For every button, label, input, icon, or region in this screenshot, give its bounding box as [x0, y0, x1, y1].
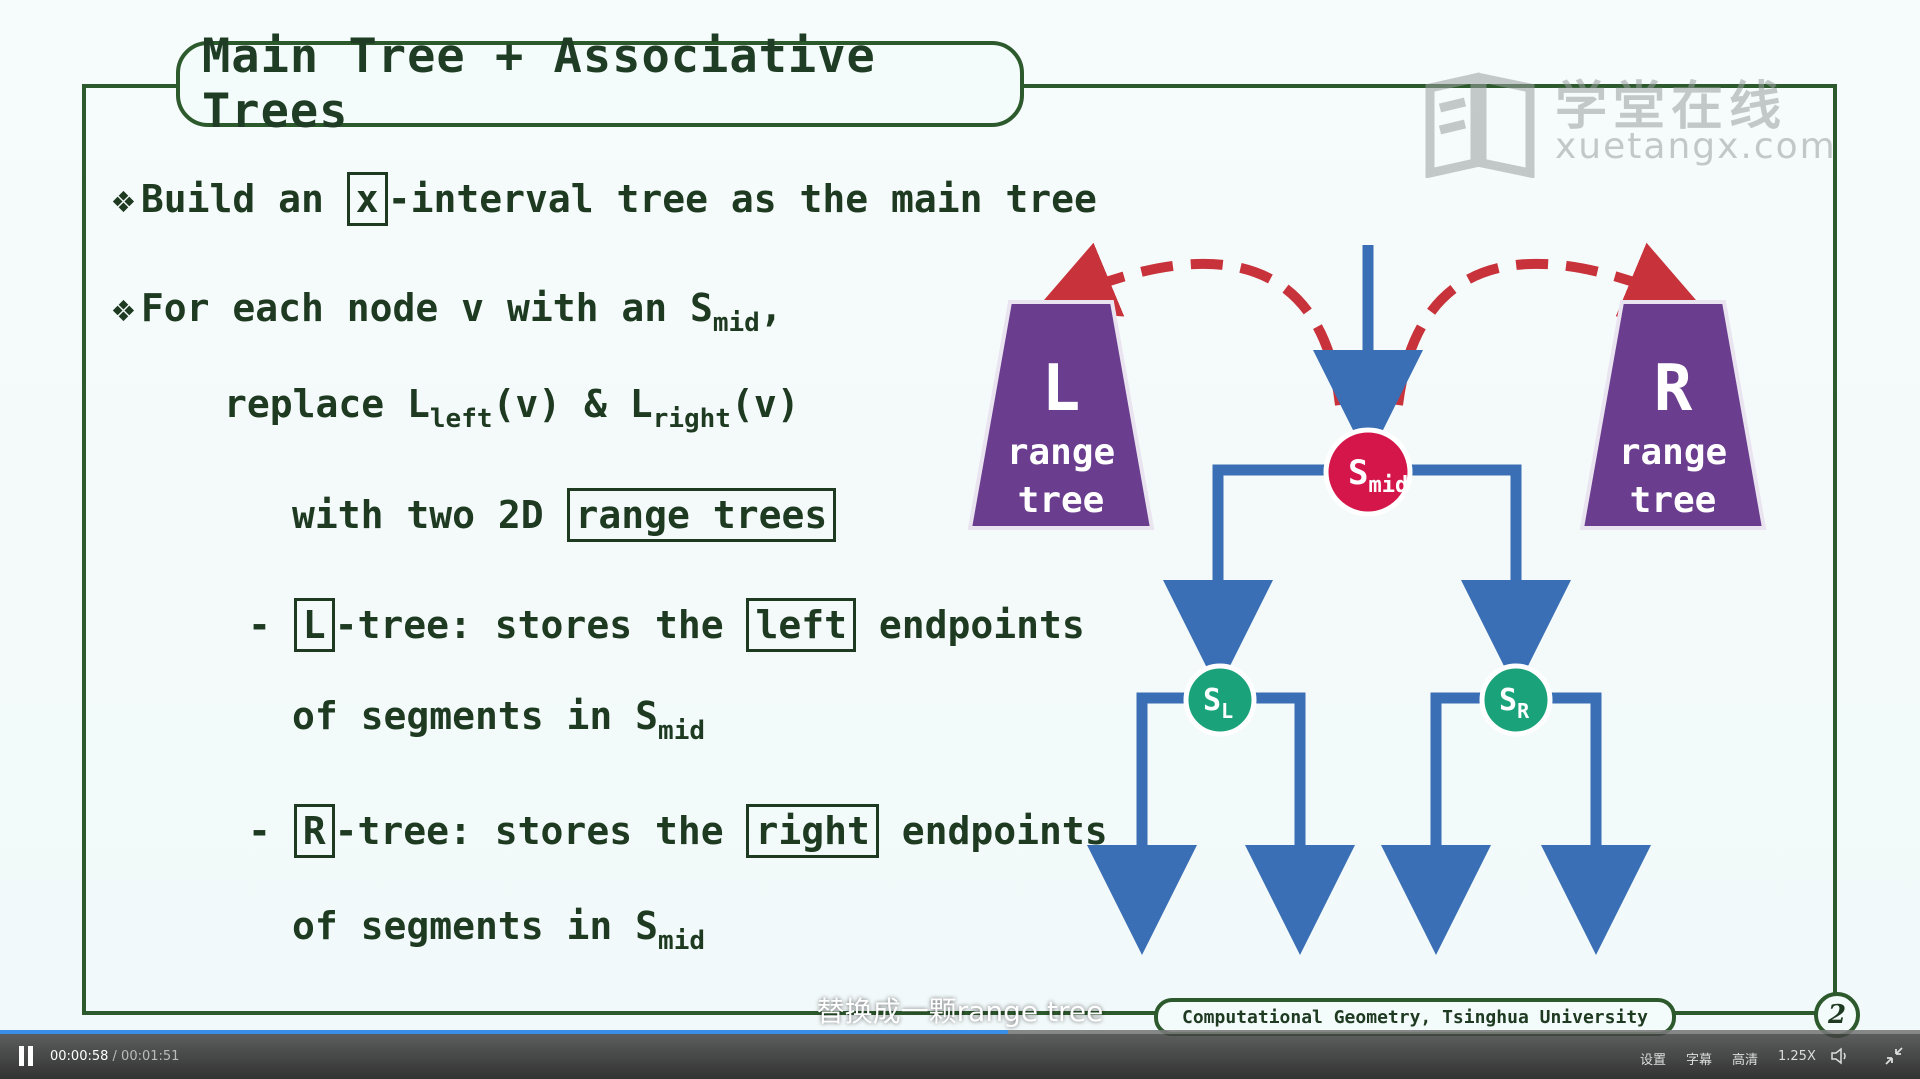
line-text: Build an [140, 177, 347, 221]
left-tree-letter: L [1042, 352, 1081, 426]
edge-sr-right [1541, 692, 1651, 955]
line-text: For each node v with an S [140, 286, 713, 330]
edge-mid-right [1406, 464, 1571, 690]
boxed-term: range trees [566, 488, 837, 542]
boxed-term: x [346, 172, 388, 226]
text-line-3: replace Lleft(v) & Lright(v) [224, 382, 800, 434]
text-line-4: with two 2D range trees [292, 488, 837, 542]
settings-button[interactable]: 设置 [1640, 1053, 1667, 1068]
right-tree-letter: R [1654, 352, 1693, 426]
edge-sl-right [1245, 692, 1355, 955]
text-line-5: - L-tree: stores the left endpoints [248, 598, 1085, 652]
node-smid [1323, 427, 1413, 517]
text-line-8: of segments in Smid [292, 904, 705, 956]
watermark-cn-text: 学堂在线 [1555, 77, 1788, 137]
watermark: 学堂在线 xuetangx.com [1420, 64, 1835, 179]
pause-icon [28, 1046, 33, 1066]
dashed-arrow-to-left-tree [1035, 242, 1345, 406]
pause-button[interactable] [16, 1046, 36, 1066]
line-text: -tree: stores the [334, 603, 747, 647]
line-text: endpoints [878, 809, 1108, 853]
edge-sr-left [1381, 692, 1491, 955]
node-sl [1183, 663, 1257, 737]
subscript: right [652, 404, 731, 434]
watermark-logo-icon [1425, 72, 1535, 178]
text-line-6: of segments in Smid [292, 694, 705, 746]
bullet-icon: ❖ [112, 286, 135, 330]
subscript: mid [658, 926, 706, 956]
time-separator: / [108, 1049, 122, 1064]
line-text: endpoints [855, 603, 1085, 647]
line-text: -interval tree as the main tree [387, 177, 1097, 221]
boxed-term: L [293, 598, 335, 652]
right-tree-word1: range [1619, 432, 1727, 473]
line-text: replace L [224, 382, 430, 426]
right-tree-word2: tree [1630, 480, 1717, 521]
subscript: mid [658, 716, 706, 746]
edge-sl-left [1087, 692, 1197, 955]
line-text: (v) [730, 382, 800, 426]
bullet-line-2: ❖For each node v with an Smid, [112, 286, 783, 338]
pause-icon [19, 1046, 24, 1066]
captions-button[interactable]: 字幕 [1686, 1053, 1713, 1068]
line-text: of segments in S [292, 904, 659, 948]
line-text: , [759, 286, 783, 330]
left-range-tree-shape [967, 300, 1155, 530]
boxed-term: R [293, 804, 335, 858]
page-number: 2 [1827, 1000, 1847, 1030]
right-range-tree-shape [1579, 300, 1767, 530]
boxed-term: right [746, 804, 879, 858]
subscript: mid [712, 308, 760, 338]
left-tree-word1: range [1007, 432, 1115, 473]
line-text: with two 2D [292, 493, 567, 537]
footer-text: Computational Geometry, Tsinghua Univers… [1182, 1006, 1648, 1028]
watermark-en-text: xuetangx.com [1555, 126, 1837, 167]
line-text: -tree: stores the [334, 809, 747, 853]
boxed-term: left [746, 598, 856, 652]
bullet-icon: ❖ [112, 177, 135, 221]
speed-button[interactable]: 1.25X [1778, 1049, 1816, 1064]
subscript: left [429, 404, 493, 434]
line-text: (v) & L [492, 382, 653, 426]
slide-title-box: Main Tree + Associative Trees [176, 29, 1024, 139]
line-text: - [248, 809, 294, 853]
node-smid-label: Smid [1348, 453, 1408, 498]
left-tree-word2: tree [1018, 480, 1105, 521]
total-time: 00:01:51 [121, 1049, 180, 1064]
node-sl-label: SL [1203, 683, 1233, 723]
slide-title: Main Tree + Associative Trees [202, 29, 876, 139]
node-sr-label: SR [1499, 683, 1530, 723]
bullet-line-1: ❖Build an x-interval tree as the main tr… [112, 172, 1097, 226]
player-control-bar [0, 1030, 1920, 1079]
progress-fill [0, 1030, 1008, 1034]
progress-bar[interactable] [0, 1030, 1920, 1034]
node-sr [1479, 663, 1553, 737]
dashed-arrow-to-right-tree [1393, 242, 1705, 406]
exit-fullscreen-icon[interactable] [1884, 1046, 1904, 1066]
time-display: 00:00:58 / 00:01:51 [50, 1049, 179, 1064]
volume-icon[interactable] [1830, 1046, 1850, 1066]
line-text: - [248, 603, 294, 647]
video-subtitle: 替换成一颗range tree [816, 995, 1104, 1028]
quality-button[interactable]: 高清 [1732, 1053, 1759, 1068]
edge-mid-left [1163, 464, 1330, 690]
current-time: 00:00:58 [50, 1049, 109, 1064]
text-line-7: - R-tree: stores the right endpoints [248, 804, 1108, 858]
line-text: of segments in S [292, 694, 659, 738]
